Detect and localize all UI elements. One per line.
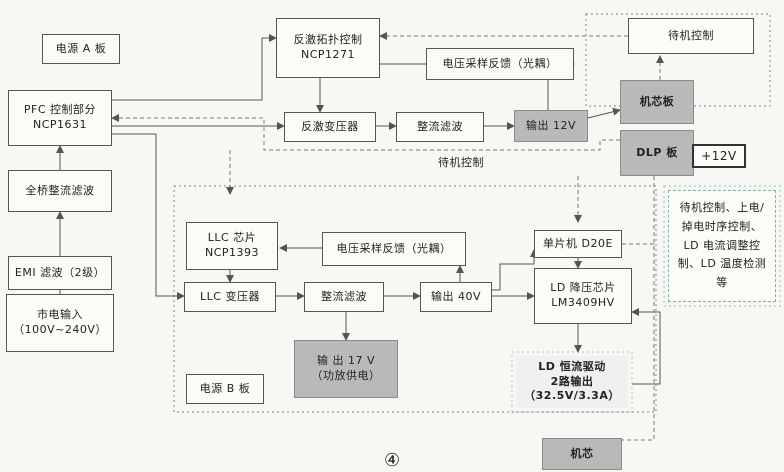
dlp-board-label: DLP 板 bbox=[636, 145, 678, 159]
core-bottom-box: 机芯 bbox=[542, 438, 622, 470]
mains-title: 市电输入 bbox=[37, 308, 83, 322]
figure-number: ④ bbox=[384, 450, 401, 471]
power-b-frame bbox=[173, 185, 657, 413]
llc-transformer-label: LLC 变压器 bbox=[200, 289, 260, 303]
output-17v-title: 输 出 17 V bbox=[316, 354, 375, 368]
pfc-title: PFC 控制部分 bbox=[23, 103, 97, 117]
mcu-box: 单片机 D20E bbox=[534, 230, 622, 258]
bridge-label: 全桥整流滤波 bbox=[25, 183, 95, 197]
flyback-transformer-box: 反激变压器 bbox=[284, 112, 376, 142]
output-12v-box: 输出 12V bbox=[514, 110, 588, 142]
core-board-box: 机芯板 bbox=[620, 80, 694, 124]
output-17v-note: （功放供电） bbox=[311, 369, 381, 382]
rectifier-top-box: 整流滤波 bbox=[396, 112, 484, 142]
mains-box: 市电输入 （100V~240V） bbox=[6, 294, 114, 352]
ld-drive-box: LD 恒流驱动 2路输出 （32.5V/3.3A） bbox=[516, 356, 628, 408]
ld-buck-chip: LM3409HV bbox=[551, 296, 615, 309]
voltage-sample-mid-box: 电压采样反馈（光耦） bbox=[322, 232, 466, 266]
ld-drive-rating: （32.5V/3.3A） bbox=[524, 389, 620, 403]
voltage-sample-mid-label: 电压采样反馈（光耦） bbox=[336, 241, 452, 255]
ld-drive-title: LD 恒流驱动 bbox=[538, 359, 606, 373]
control-note-line-1: 待机控制、上电/ bbox=[679, 201, 765, 215]
ld-buck-box: LD 降压芯片 LM3409HV bbox=[534, 268, 632, 324]
plus12v-box: +12V bbox=[692, 144, 746, 168]
llc-transformer-box: LLC 变压器 bbox=[184, 282, 276, 312]
power-a-label: 电源 A 板 bbox=[55, 41, 107, 55]
control-note-box: 待机控制、上电/ 掉电时序控制、 LD 电流调整控 制、LD 温度检测 等 bbox=[668, 190, 776, 302]
output-12v-label: 输出 12V bbox=[525, 118, 577, 132]
core-board-label: 机芯板 bbox=[639, 94, 675, 108]
voltage-sample-top-box: 电压采样反馈（光耦） bbox=[426, 48, 574, 80]
control-note-line-2: 掉电时序控制、 bbox=[681, 219, 763, 233]
mains-range: （100V~240V） bbox=[13, 323, 107, 336]
llc-chip-model: NCP1393 bbox=[204, 246, 260, 259]
standby-ctrl-mid-label: 待机控制 bbox=[438, 156, 484, 169]
core-bottom-label: 机芯 bbox=[570, 446, 594, 460]
emi-label: EMI 滤波（2级） bbox=[14, 265, 106, 279]
output-17v-box: 输 出 17 V （功放供电） bbox=[294, 340, 398, 398]
control-note-line-4: 制、LD 温度检测 bbox=[677, 257, 767, 271]
power-b-label-box: 电源 B 板 bbox=[186, 374, 264, 404]
ld-buck-title: LD 降压芯片 bbox=[550, 281, 616, 295]
output-40v-label: 输出 40V bbox=[430, 289, 482, 303]
voltage-sample-top-label: 电压采样反馈（光耦） bbox=[442, 56, 558, 70]
rectifier-top-label: 整流滤波 bbox=[417, 119, 463, 133]
rectifier-mid-box: 整流滤波 bbox=[304, 282, 384, 312]
pfc-chip: NCP1631 bbox=[32, 118, 88, 131]
llc-chip-title: LLC 芯片 bbox=[207, 231, 257, 245]
control-note-line-3: LD 电流调整控 bbox=[683, 238, 761, 252]
llc-chip-box: LLC 芯片 NCP1393 bbox=[186, 222, 278, 270]
note-frame bbox=[663, 185, 781, 307]
ld-drive-outputs: 2路输出 bbox=[550, 374, 594, 388]
emi-box: EMI 滤波（2级） bbox=[8, 256, 112, 290]
plus12v-label: +12V bbox=[701, 148, 737, 163]
standby-ctrl-box: 待机控制 bbox=[628, 18, 754, 54]
standby-frame bbox=[585, 13, 771, 107]
standby-ctrl-label: 待机控制 bbox=[668, 28, 714, 42]
flyback-ctrl-title: 反激拓扑控制 bbox=[293, 33, 363, 47]
power-b-label: 电源 B 板 bbox=[199, 381, 251, 395]
pfc-box: PFC 控制部分 NCP1631 bbox=[8, 90, 112, 146]
output-40v-box: 输出 40V bbox=[420, 282, 492, 312]
flyback-ctrl-box: 反激拓扑控制 NCP1271 bbox=[276, 18, 380, 78]
bridge-box: 全桥整流滤波 bbox=[8, 170, 112, 212]
mcu-label: 单片机 D20E bbox=[543, 236, 613, 250]
control-note-line-5: 等 bbox=[716, 276, 728, 290]
flyback-ctrl-chip: NCP1271 bbox=[300, 48, 356, 61]
dlp-board-box: DLP 板 bbox=[620, 130, 694, 176]
rectifier-mid-label: 整流滤波 bbox=[321, 289, 367, 303]
flyback-transformer-label: 反激变压器 bbox=[301, 119, 359, 133]
power-a-label-box: 电源 A 板 bbox=[42, 34, 120, 64]
ld-drive-frame bbox=[511, 351, 633, 413]
